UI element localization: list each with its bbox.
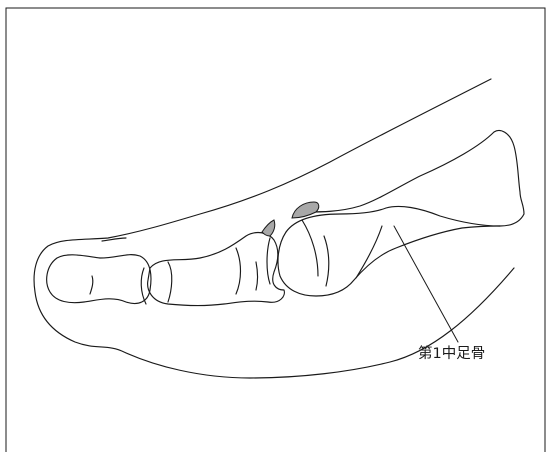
sesamoid-bone-small — [262, 220, 275, 236]
proximal-phalanx — [148, 233, 285, 306]
metatarsal-head-line — [302, 220, 318, 276]
metatarsal-head-line-2 — [324, 236, 329, 286]
panel-border — [6, 8, 545, 452]
metatarsal-head — [286, 131, 524, 232]
metatarsal-head-line-3 — [356, 226, 382, 278]
label-leader-line — [394, 226, 458, 342]
proximal-phalanx-inner-line — [236, 248, 241, 294]
distal-phalanx-inner-line — [90, 276, 93, 294]
distal-phalanx — [47, 255, 151, 304]
metatarsal-1-label: 第1中足骨 — [418, 344, 485, 362]
mtp-joint-line — [267, 238, 270, 284]
ip-joint-line — [141, 268, 146, 304]
proximal-phalanx-shaft-line — [256, 262, 258, 290]
proximal-phalanx-joint-line — [168, 262, 172, 302]
metatarsal-shaft-lower — [278, 226, 500, 296]
